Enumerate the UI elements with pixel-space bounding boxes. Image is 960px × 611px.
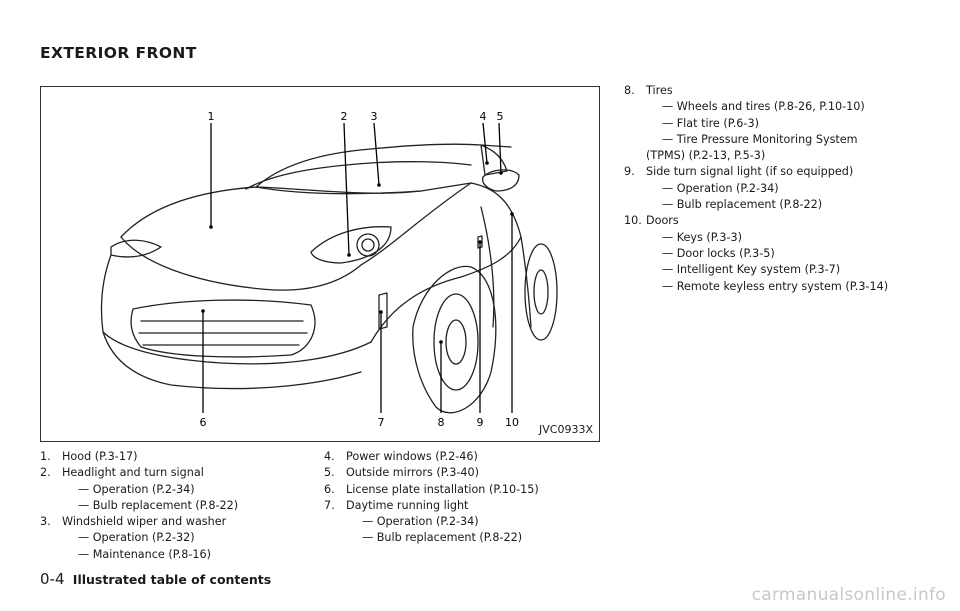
item-label: Power windows (P.2-46) xyxy=(346,450,478,463)
item-number: 1. xyxy=(40,450,51,463)
sub-item: — Bulb replacement (P.8-22) xyxy=(362,531,523,545)
page-number: 0-4 xyxy=(40,570,65,588)
item-label: Tires xyxy=(646,84,673,97)
item-label: Outside mirrors (P.3-40) xyxy=(346,466,480,480)
sub-item: — Intelligent Key system (P.3-7) xyxy=(662,263,841,277)
item-label: Hood (P.3-17) xyxy=(62,450,138,463)
sub-item: — Bulb replacement (P.8-22) xyxy=(662,198,823,212)
sub-item: — Operation (P.2-34) xyxy=(362,515,479,529)
sub-item: — Wheels and tires (P.8-26, P.10-10) xyxy=(662,100,865,114)
sub-item: — Operation (P.2-32) xyxy=(78,531,195,545)
sub-item: — Operation (P.2-34) xyxy=(662,181,779,195)
list-item: 2. Headlight and turn signal xyxy=(40,465,310,481)
item-label: Daytime running light xyxy=(346,498,469,512)
item-number: 10. xyxy=(624,214,642,228)
sub-item: — Maintenance (P.8-16) xyxy=(78,547,212,561)
legend-list-column-1: 1. Hood (P.3-17) 2. Headlight and turn sign… xyxy=(40,449,310,563)
sub-item: — Flat tire (P.6-3) xyxy=(662,116,759,130)
section-title: Illustrated table of contents xyxy=(72,572,272,587)
item-label: Windshield wiper and washer xyxy=(62,515,227,529)
list-item: 3. Windshield wiper and washer xyxy=(40,514,310,530)
item-number: 6. xyxy=(324,482,335,496)
sub-item: — Bulb replacement (P.8-22) xyxy=(78,498,239,512)
item-number: 4. xyxy=(324,450,335,463)
sub-item: — Keys (P.3-3) xyxy=(662,230,742,244)
item-label: Doors xyxy=(646,214,679,228)
watermark-text: carmanualsonline.info xyxy=(751,585,946,605)
list-item: 6. License plate installation (P.10-15) xyxy=(324,482,594,498)
item-number: 3. xyxy=(40,515,51,529)
list-item: 8. Tires xyxy=(624,83,924,99)
item-number: 5. xyxy=(324,466,335,480)
item-label: License plate installation (P.10-15) xyxy=(346,482,539,496)
sub-item: — Operation (P.2-34) xyxy=(78,482,195,496)
list-item: 1. Hood (P.3-17) xyxy=(40,449,310,465)
list-item: 10. Doors xyxy=(624,213,924,229)
item-number: 7. xyxy=(324,498,335,512)
item-number: 9. xyxy=(624,165,635,179)
sub-item: — Tire Pressure Monitoring System xyxy=(662,132,858,146)
car-illustration-figure: 1 2 3 4 5 6 7 8 9 10 JVC0933X xyxy=(40,86,600,442)
list-item: 4. Power windows (P.2-46) xyxy=(324,449,594,465)
legend-list-column-2: 4. Power windows (P.2-46) 5. Outside mirror… xyxy=(324,449,594,547)
page-footer: 0-4 Illustrated table of contents xyxy=(40,570,271,588)
list-item: 7. Daytime running light xyxy=(324,498,594,514)
page-title: EXTERIOR FRONT xyxy=(40,44,197,62)
figure-code: JVC0933X xyxy=(539,423,593,436)
list-item: 9. Side turn signal light (if so equipped… xyxy=(624,164,924,180)
list-item: 5. Outside mirrors (P.3-40) xyxy=(324,465,594,481)
item-number: 8. xyxy=(624,84,635,97)
car-front-drawing xyxy=(100,143,558,414)
item-label: Headlight and turn signal xyxy=(62,466,204,480)
legend-list-column-3: 8. Tires — Wheels and tires (P.8-26, P.10-… xyxy=(624,83,924,295)
sub-item: — Door locks (P.3-5) xyxy=(662,246,775,260)
item-label: Side turn signal light (if so equipped) xyxy=(646,165,854,179)
sub-item: — Remote keyless entry system (P.3-14) xyxy=(662,279,889,293)
sub-item-continuation: (TPMS) (P.2-13, P.5-3) xyxy=(646,149,766,163)
item-number: 2. xyxy=(40,466,51,480)
